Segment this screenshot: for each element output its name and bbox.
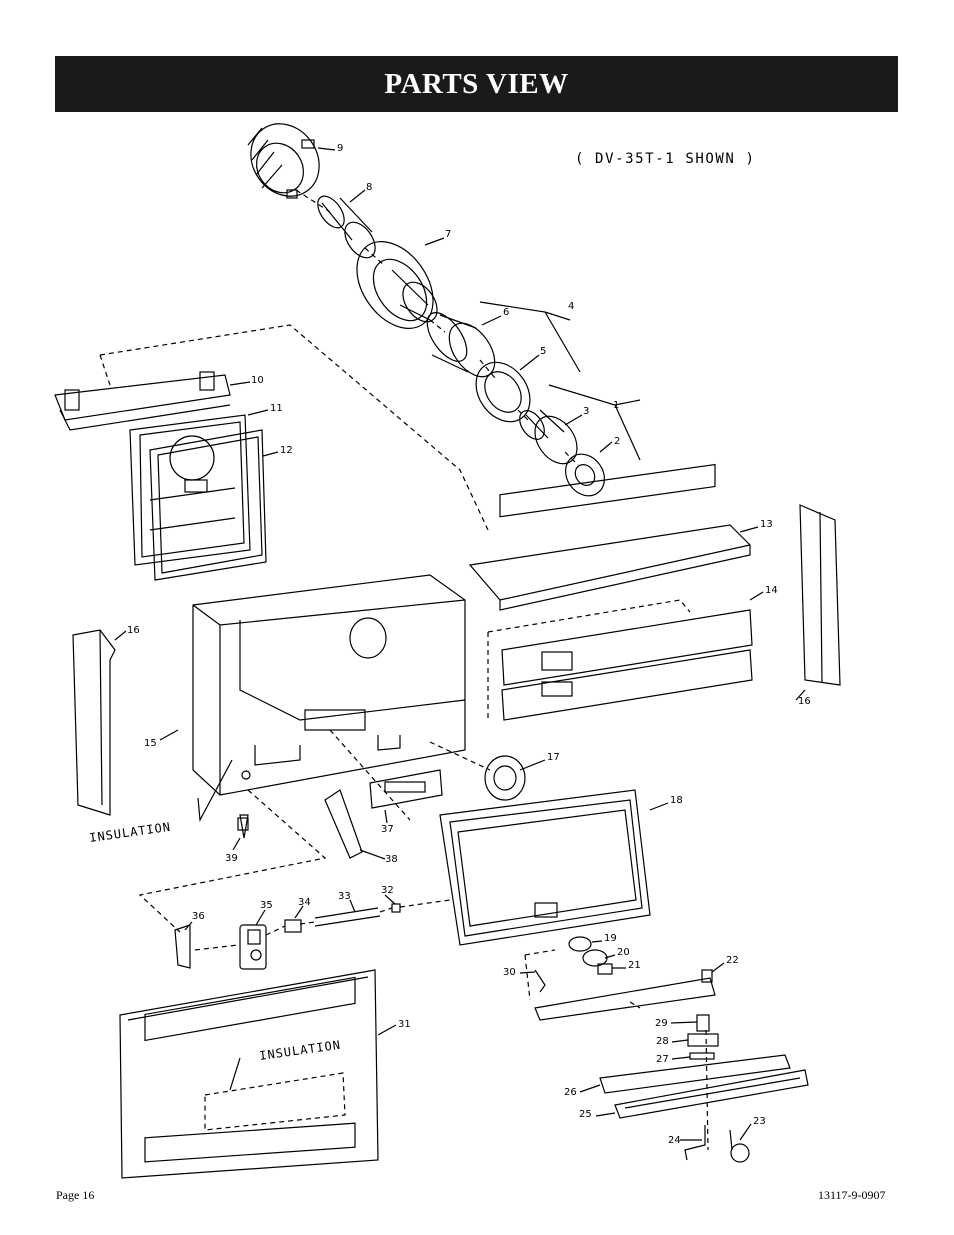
thermocouple-part-24 xyxy=(684,1125,706,1161)
firebox-part-15 xyxy=(192,574,466,796)
part-label-9: 9 xyxy=(337,143,343,154)
part-label-27: 27 xyxy=(656,1054,669,1065)
part-label-19: 19 xyxy=(604,933,617,944)
gasket-part-19 xyxy=(568,936,592,952)
shield-part-38 xyxy=(324,789,363,859)
part-label-39: 39 xyxy=(225,853,238,864)
plate-part-37 xyxy=(369,769,443,809)
pilot-part-29 xyxy=(696,1014,710,1032)
part-label-3: 3 xyxy=(583,406,589,417)
part-label-16-right: 16 xyxy=(798,696,811,707)
front-grille-part-31 xyxy=(119,969,379,1179)
top-grille-part-13 xyxy=(468,463,752,611)
part-label-29: 29 xyxy=(655,1018,668,1029)
insulation-leader xyxy=(197,759,233,823)
part-label-7: 7 xyxy=(445,229,451,240)
part-label-20: 20 xyxy=(617,947,630,958)
part-label-10: 10 xyxy=(251,375,264,386)
part-label-16-left: 16 xyxy=(127,625,140,636)
part-label-36: 36 xyxy=(192,911,205,922)
part-label-28: 28 xyxy=(656,1036,669,1047)
vent-cap-part-9 xyxy=(247,123,320,199)
front-panel-part-14 xyxy=(501,609,753,721)
thermopile-part-23 xyxy=(729,1129,750,1163)
glass-door-part-18 xyxy=(439,789,651,946)
page-number: Page 16 xyxy=(56,1188,95,1202)
sleeve-part-6 xyxy=(426,312,496,378)
valve-part-35 xyxy=(239,924,267,970)
part-label-38: 38 xyxy=(385,854,398,865)
page-title: PARTS VIEW xyxy=(384,67,569,100)
wall-flange-part-7 xyxy=(356,241,438,329)
gasket-panel-part-11 xyxy=(129,414,251,566)
bracket-part-28 xyxy=(687,1033,719,1047)
wire-part-30 xyxy=(534,969,546,993)
part-label-18: 18 xyxy=(670,795,683,806)
part-label-6: 6 xyxy=(503,307,509,318)
vent-pipe-part-8 xyxy=(317,195,376,259)
part-label-5: 5 xyxy=(540,346,546,357)
gasket-part-17 xyxy=(484,755,526,801)
side-panel-right-part-16 xyxy=(799,504,841,686)
part-label-35: 35 xyxy=(260,900,273,911)
part-label-30: 30 xyxy=(503,967,516,978)
burner-base-part-25 xyxy=(614,1069,809,1119)
gasket-part-2 xyxy=(564,453,606,497)
insulation-label-left: INSULATION xyxy=(88,820,171,845)
part-label-33: 33 xyxy=(338,891,351,902)
part-label-17: 17 xyxy=(547,752,560,763)
bracket-part-36 xyxy=(174,924,191,969)
part-label-8: 8 xyxy=(366,182,372,193)
part-label-32: 32 xyxy=(381,885,394,896)
document-number: 13117-9-0907 xyxy=(818,1188,886,1202)
title-banner: PARTS VIEW xyxy=(55,56,898,112)
side-panel-left-part-16 xyxy=(72,629,116,816)
part-label-25: 25 xyxy=(579,1109,592,1120)
part-label-1: 1 xyxy=(613,400,619,411)
insulation-label-grille: INSULATION xyxy=(258,1038,341,1063)
part-label-24: 24 xyxy=(668,1135,681,1146)
fitting-part-34 xyxy=(284,919,302,933)
gasket-part-27 xyxy=(689,1052,715,1060)
part-label-12: 12 xyxy=(280,445,293,456)
part-label-37: 37 xyxy=(381,824,394,835)
gasket-part-5 xyxy=(475,361,531,423)
part-label-11: 11 xyxy=(270,403,283,414)
back-panel-part-12 xyxy=(149,429,267,581)
part-label-13: 13 xyxy=(760,519,773,530)
pipe-part-33 xyxy=(314,907,381,927)
part-labels: 1 2 3 4 5 6 7 8 9 10 11 12 13 14 15 16 1… xyxy=(127,143,811,1146)
part-label-15: 15 xyxy=(144,738,157,749)
burner-part-26 xyxy=(599,1054,791,1094)
part-label-22: 22 xyxy=(726,955,739,966)
part-label-31: 31 xyxy=(398,1019,411,1030)
burner-tray-part-22 xyxy=(534,969,716,1021)
orifice-part-21 xyxy=(597,963,613,975)
part-label-26: 26 xyxy=(564,1087,577,1098)
rear-bracket-part-10 xyxy=(54,371,231,431)
part-label-2: 2 xyxy=(614,436,620,447)
part-label-23: 23 xyxy=(753,1116,766,1127)
model-note: ( DV-35T-1 SHOWN ) xyxy=(575,151,756,167)
fitting-part-32 xyxy=(391,903,401,913)
part-label-4: 4 xyxy=(568,301,574,312)
part-label-34: 34 xyxy=(298,897,311,908)
fitting-part-39 xyxy=(237,770,251,839)
inner-pipe-part-3 xyxy=(519,409,578,465)
part-label-14: 14 xyxy=(765,585,778,596)
part-label-21: 21 xyxy=(628,960,641,971)
